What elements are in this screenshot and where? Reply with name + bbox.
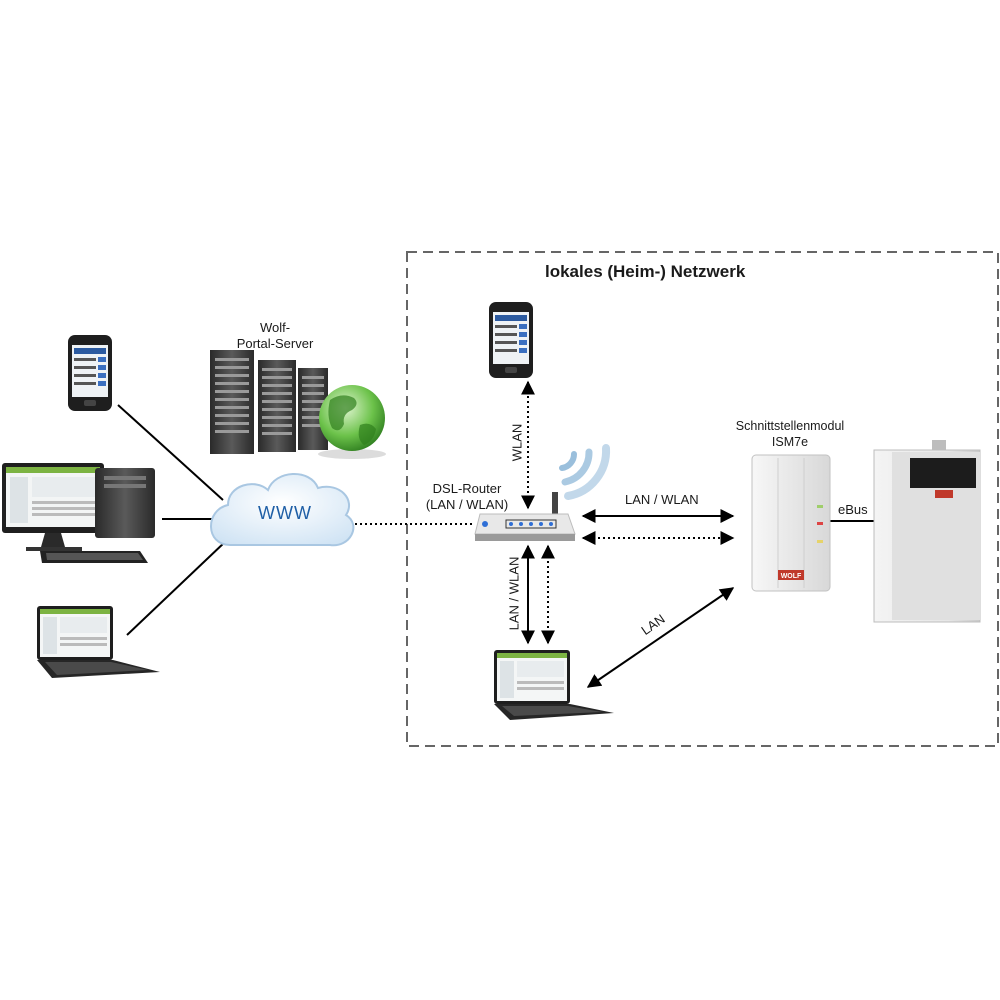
portal-server-icon bbox=[210, 350, 328, 454]
wlan-phone-label: WLAN bbox=[509, 423, 525, 462]
dsl-router-icon bbox=[474, 492, 576, 541]
lan-wlan-laptop-label: LAN / WLAN bbox=[506, 556, 522, 631]
module-label-line1: Schnittstellenmodul bbox=[735, 419, 845, 433]
lan-wlan-module-label: LAN / WLAN bbox=[625, 492, 699, 507]
laptop-module-lan-arrow bbox=[586, 587, 735, 688]
boiler-icon bbox=[873, 440, 981, 623]
smartphone-wlan-icon bbox=[489, 302, 533, 378]
local-network-box bbox=[406, 251, 999, 747]
router-label: DSL-Router (LAN / WLAN) bbox=[412, 481, 522, 513]
phone-cloud-line bbox=[117, 404, 224, 501]
laptop-cloud-line bbox=[126, 540, 227, 636]
ebus-label: eBus bbox=[838, 502, 868, 517]
interface-module-icon: WOLF bbox=[751, 454, 831, 592]
server-label: Wolf- Portal-Server bbox=[220, 320, 330, 352]
internet-connections bbox=[117, 404, 227, 636]
network-box-title: lokales (Heim-) Netzwerk bbox=[545, 262, 746, 281]
server-label-line2: Portal-Server bbox=[236, 336, 314, 351]
module-label-line2: ISM7e bbox=[771, 435, 809, 449]
router-label-line1: DSL-Router bbox=[432, 481, 502, 496]
module-label: Schnittstellenmodul ISM7e bbox=[725, 418, 855, 450]
network-arrows bbox=[521, 380, 735, 688]
module-brand-logo: WOLF bbox=[781, 573, 802, 580]
laptop-lan-icon bbox=[494, 650, 614, 720]
wifi-signal-icon bbox=[559, 444, 611, 500]
router-label-line2: (LAN / WLAN) bbox=[425, 497, 509, 512]
desktop-pc-icon bbox=[2, 463, 155, 563]
internet-cloud-icon bbox=[210, 473, 355, 547]
server-label-line1: Wolf- bbox=[259, 320, 291, 335]
laptop-internet-icon bbox=[37, 606, 160, 678]
cloud-label: WWW bbox=[258, 503, 312, 523]
smartphone-internet-icon bbox=[68, 335, 112, 411]
globe-icon bbox=[318, 385, 386, 459]
